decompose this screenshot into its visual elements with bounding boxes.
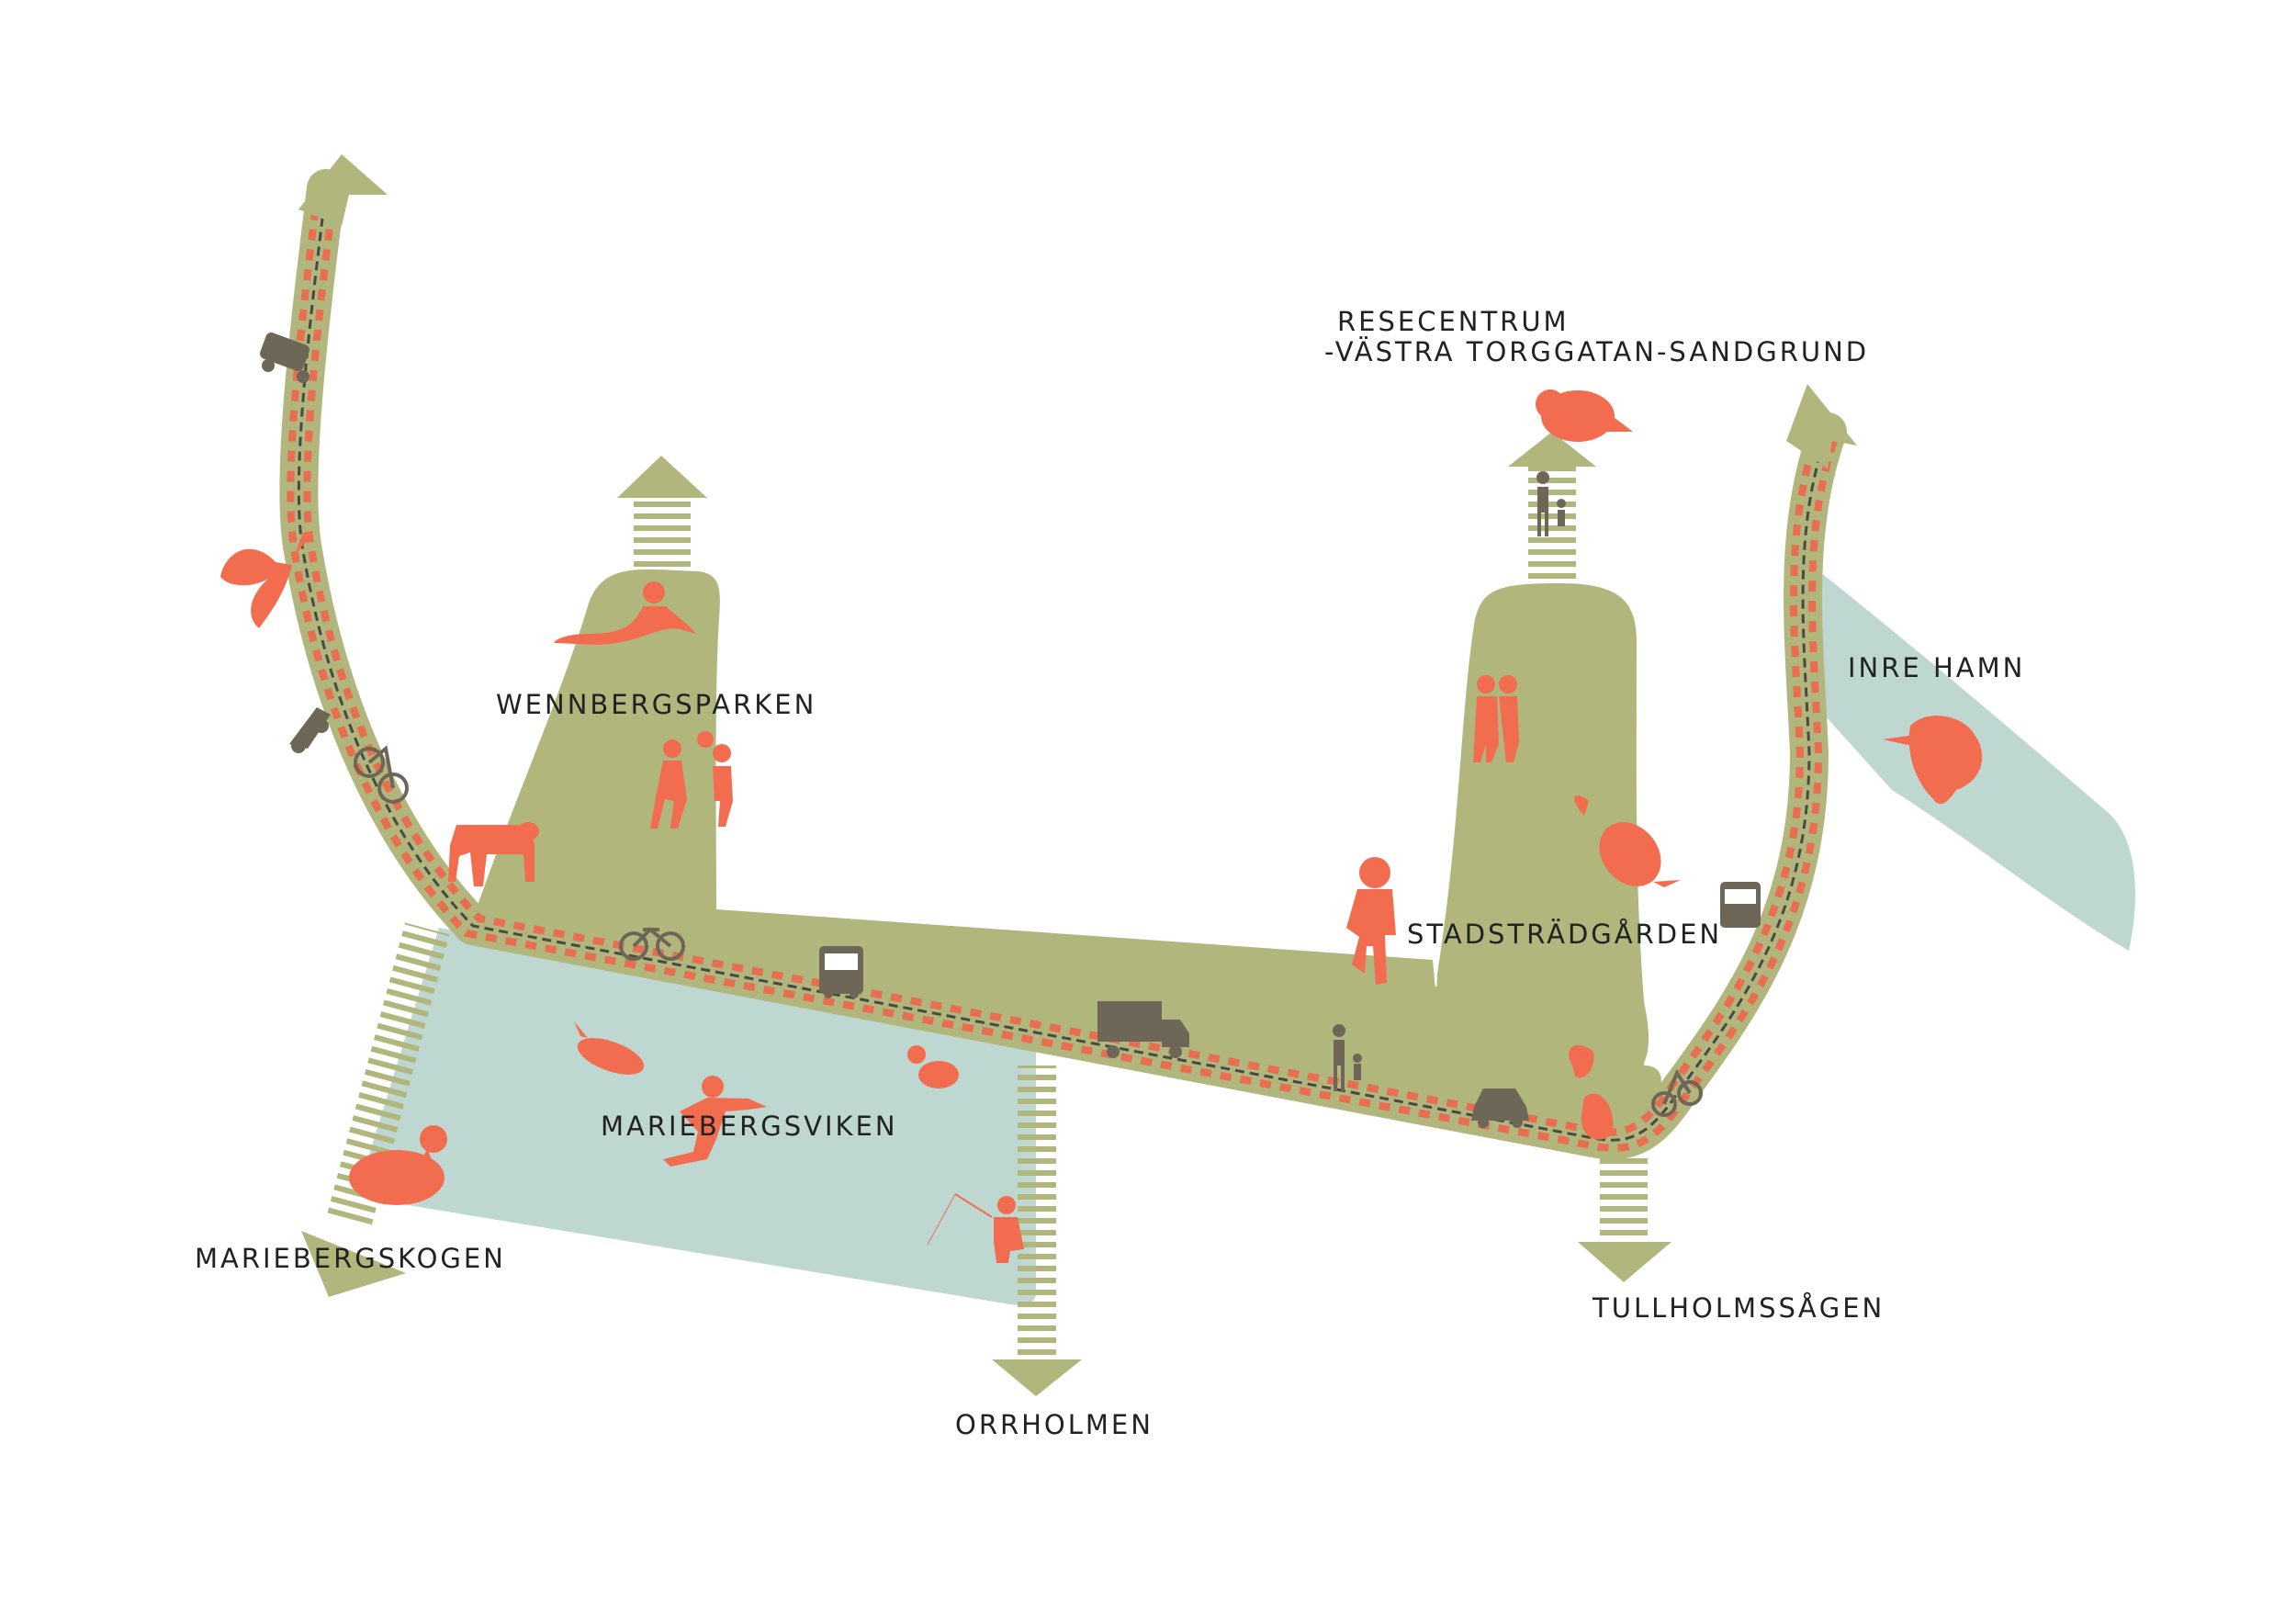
bus-icon (819, 946, 863, 998)
skater-icon (663, 1076, 767, 1167)
pheasant-icon (1883, 716, 1983, 805)
arrow-resecentrum (1508, 432, 1596, 467)
label-wennbergsparken: WENNBERGSPARKEN (496, 689, 816, 720)
arrow-orrholmen (992, 1359, 1082, 1396)
fish-icon (574, 1021, 645, 1075)
ball-players-icon (650, 731, 733, 829)
label-stadstradgarden: STADSTRÄDGÅRDEN (1407, 919, 1722, 950)
pedestrian-icon (1333, 1024, 1362, 1091)
sunbather-icon (554, 581, 696, 645)
fisherman-icon (927, 1193, 1024, 1263)
car-icon (260, 333, 310, 383)
truck-icon (1097, 1001, 1189, 1058)
connector-tullholmssagen (1600, 1153, 1648, 1245)
label-orrholmen: ORRHOLMEN (955, 1409, 1154, 1440)
bus-icon-2 (1720, 882, 1761, 928)
label-inre-hamn: INRE HAMN (1848, 652, 2025, 683)
route-track-right (303, 188, 1822, 1136)
duck-icon (349, 1125, 447, 1205)
dog-icon (448, 822, 539, 886)
label-tullholmssagen: TULLHOLMSSÅGEN (1592, 1292, 1885, 1324)
child-icon (1346, 857, 1396, 985)
duck-icon-2 (907, 1045, 959, 1088)
label-mariebergskogen: MARIEBERGSKOGEN (195, 1243, 506, 1274)
route-centerline (297, 187, 1829, 1142)
elderly-couple-icon (1473, 675, 1519, 762)
label-resecentrum-line2: -VÄSTRA TORGGATAN-SANDGRUND (1324, 336, 1869, 367)
connector-mariebergskogen (326, 922, 450, 1228)
arrow-north-east (1786, 384, 1857, 468)
bicycle-icon-3 (1651, 1068, 1703, 1117)
connector-orrholmen (1018, 1066, 1056, 1355)
bicycle-icon-2 (619, 927, 685, 961)
connector-resecentrum (1528, 464, 1576, 588)
route-track-left (287, 188, 1840, 1152)
connector-wennbergsparken (634, 496, 691, 574)
beetle-icon (1574, 795, 1681, 887)
bird-icon (1536, 389, 1633, 442)
pedestrian-icon-2 (1536, 471, 1566, 536)
label-resecentrum-line1: RESECENTRUM (1337, 306, 1570, 337)
arrow-wennbergsparken (617, 456, 707, 498)
butterfly-icon-2 (1569, 1044, 1614, 1140)
label-mariebergsviken: MARIEBERGSVIKEN (601, 1111, 898, 1142)
cyclist-icon (289, 707, 331, 753)
arrow-tullholmssagen (1578, 1242, 1671, 1282)
butterfly-icon (220, 531, 312, 628)
car-icon-2 (1471, 1088, 1529, 1128)
arrow-mariebergskogen (301, 1231, 406, 1297)
wennbergsparken-park (473, 569, 1437, 1010)
arrow-north-west (298, 154, 388, 226)
bicycle-icon (354, 745, 409, 804)
